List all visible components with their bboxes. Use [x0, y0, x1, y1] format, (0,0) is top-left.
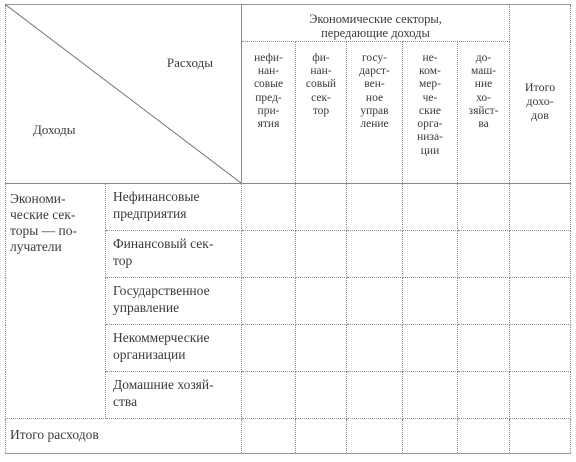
table-cell	[295, 277, 347, 325]
table-cell	[509, 230, 572, 278]
table-cell	[346, 418, 403, 454]
table-cell	[241, 324, 296, 372]
table-cell	[241, 183, 296, 231]
table-cell	[402, 371, 458, 419]
column-group-header: Экономические секторы, передающие доходы	[240, 4, 511, 42]
table-cell	[456, 418, 511, 454]
total-expenses-label: Итого расходов	[5, 418, 242, 454]
corner-expenses-label: Расходы	[166, 55, 213, 70]
corner-diagonal	[6, 5, 241, 183]
table-row: Домашние хозяй- ства	[6, 371, 572, 419]
row-label-government: Государственное управление	[105, 277, 242, 325]
table-cell	[295, 324, 347, 372]
table-row: Некоммерческие организации	[6, 324, 572, 372]
table-cell	[346, 277, 403, 325]
table-cell	[509, 324, 572, 372]
table-cell	[456, 324, 511, 372]
column-group-header-text: Экономические секторы, передающие доходы	[309, 12, 442, 40]
table-cell	[509, 418, 572, 454]
table-row: Экономи- ческие сек- торы — по- лучатели…	[5, 183, 572, 419]
table-cell	[241, 277, 296, 325]
corner-income-label: Доходы	[33, 122, 76, 137]
table-cell	[346, 230, 403, 278]
row-label-nonprofit: Некоммерческие организации	[105, 324, 242, 372]
table-cell	[456, 230, 511, 278]
col-header-nonprofit: не- ком- мер- че- ские орга- низа- ции	[402, 40, 458, 185]
table-row-total: Итого расходов	[5, 418, 572, 454]
table-cell	[402, 324, 458, 372]
col-header-financial: фи- нан- совый сек- тор	[295, 40, 347, 185]
table-cell	[509, 183, 572, 231]
table-cell	[346, 324, 403, 372]
row-label-financial: Финансовый сек- тор	[105, 230, 242, 278]
corner-cell: Расходы Доходы	[5, 4, 242, 184]
table-cell	[456, 183, 511, 231]
table-cell	[402, 277, 458, 325]
table-cell	[402, 230, 458, 278]
row-group-label: Экономи- ческие сек- торы — по- лучатели	[5, 183, 106, 419]
table-cell	[241, 371, 296, 419]
table-cell	[295, 418, 347, 454]
table-cell	[295, 183, 347, 231]
table-cell	[346, 371, 403, 419]
table-row: Финансовый сек- тор	[6, 230, 572, 278]
row-label-households: Домашние хозяй- ства	[105, 371, 242, 419]
table-cell	[509, 371, 572, 419]
col-header-nonfinancial: нефи- нан- совые пред- при- ятия	[241, 40, 296, 185]
table-cell	[402, 418, 458, 454]
total-income-header: Итого дохо- дов	[509, 4, 572, 184]
table-cell	[346, 183, 403, 231]
table-cell	[295, 371, 347, 419]
table-cell	[456, 277, 511, 325]
col-header-government: госу- дарст- вен- ное управ ление	[346, 40, 403, 185]
income-expense-matrix: Расходы Доходы Экономические секторы, пе…	[5, 4, 572, 454]
table-cell	[509, 277, 572, 325]
col-header-households: до- маш- ние хо- зяйст- ва	[456, 40, 511, 185]
row-label-nonfinancial: Нефинансовые предприятия	[105, 183, 242, 231]
table-cell	[456, 371, 511, 419]
table-cell	[295, 230, 347, 278]
table-cell	[241, 418, 296, 454]
table-cell	[402, 183, 458, 231]
table-cell	[241, 230, 296, 278]
table-row: Государственное управление	[6, 277, 572, 325]
